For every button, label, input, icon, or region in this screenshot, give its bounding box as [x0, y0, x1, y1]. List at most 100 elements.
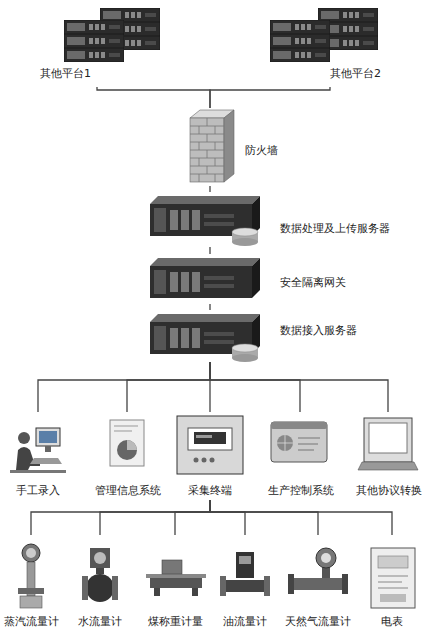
terminal-icon-part [177, 416, 243, 474]
gas-meter-icon-part [321, 553, 331, 563]
network-line [210, 362, 388, 412]
water-meter-icon-part [86, 574, 114, 602]
coal-scale-icon-part [162, 560, 182, 574]
equipment-node: 天然气流量计 [282, 535, 354, 629]
equipment-node: 油流量计 [211, 535, 279, 629]
control-window-icon-part [271, 422, 327, 429]
network-line [100, 500, 210, 535]
water-meter-icon-part [112, 576, 118, 600]
electric-meter-icon-part [371, 548, 415, 608]
node-label: 生产控制系统 [258, 484, 343, 497]
equipment-node: 手工录入 [4, 412, 72, 500]
node-label: 电表 [357, 615, 427, 628]
network-line [38, 362, 210, 412]
converter-icon-part [358, 462, 418, 470]
document-chart-icon-part [110, 420, 144, 466]
steam-meter-icon-part [18, 588, 44, 594]
server-icon-part [232, 228, 258, 236]
terminal-icon-part [194, 432, 226, 444]
coal-scale-icon-part [154, 588, 160, 596]
steam-meter-icon [18, 544, 44, 608]
server-icon-part [232, 238, 258, 246]
equipment-node: 水流量计 [66, 535, 134, 629]
terminal-icon-part [202, 458, 207, 463]
equipment-node: 数据处理及上传服务器 [148, 192, 418, 247]
water-meter-icon-part [82, 576, 88, 600]
equipment-node: 安全隔离网关 [148, 254, 378, 304]
network-line [209, 247, 210, 254]
network-line [209, 304, 210, 310]
document-chart-icon-part [114, 426, 138, 431]
document-chart-icon-part [127, 440, 137, 450]
server-cluster-icon-part [64, 34, 124, 48]
electric-meter-icon-part [378, 556, 408, 568]
node-label: 其他平台2 [330, 67, 381, 80]
control-window-icon-part [271, 422, 327, 462]
control-window-icon-part [277, 435, 293, 451]
network-line [210, 87, 330, 108]
steam-meter-icon-part [26, 548, 36, 558]
equipment-node: 管理信息系统 [85, 412, 170, 500]
network-line [210, 500, 245, 535]
operator-pc-icon-part [36, 428, 60, 446]
equipment-node: 生产控制系统 [258, 412, 343, 500]
operator-pc-icon-part [39, 431, 57, 443]
gas-meter-icon-part [288, 574, 294, 594]
node-label: 安全隔离网关 [280, 276, 346, 289]
document-chart-icon [110, 420, 144, 466]
oil-meter-icon-part [220, 576, 226, 596]
node-label: 手工录入 [4, 484, 72, 497]
node-label: 数据处理及上传服务器 [280, 222, 390, 235]
node-label: 水流量计 [66, 615, 134, 628]
steam-meter-icon-part [20, 596, 42, 608]
coal-scale-icon-part [146, 574, 206, 578]
converter-icon-part [369, 423, 407, 453]
network-line [210, 500, 318, 535]
electric-meter-icon [371, 548, 415, 608]
oil-meter-icon-part [236, 552, 254, 578]
server-cluster-icon-part [64, 48, 124, 62]
oil-meter-icon-part [224, 580, 266, 592]
coal-scale-icon-part [192, 588, 198, 596]
node-label: 蒸汽流量计 [0, 615, 62, 628]
network-line [175, 500, 210, 535]
server-cluster-icon [270, 8, 378, 62]
server-cluster-icon-part [270, 48, 330, 62]
gas-meter-icon-part [342, 574, 348, 594]
operator-pc-icon-part [45, 446, 51, 452]
terminal-icon-part [188, 428, 232, 450]
firewall-icon-part [199, 118, 215, 182]
oil-meter-icon-part [239, 556, 251, 564]
firewall-icon-part [224, 110, 234, 182]
node-label: 数据接入服务器 [280, 324, 357, 337]
server-cluster-icon-part [100, 8, 160, 22]
server-cluster-icon-part [318, 8, 378, 22]
gateway-icon [150, 258, 260, 298]
equipment-node: 其他平台2 [260, 5, 400, 87]
server-icon-part [150, 314, 260, 354]
node-label: 采集终端 [172, 484, 248, 497]
network-line [209, 186, 210, 192]
oil-meter-icon-part [264, 576, 270, 596]
terminal-icon-part [210, 458, 215, 463]
equipment-node: 采集终端 [172, 412, 248, 500]
server-cluster-icon [64, 8, 160, 62]
operator-pc-icon-part [30, 458, 62, 464]
server-icon-part [232, 354, 258, 362]
server-cluster-icon-part [270, 34, 330, 48]
equipment-node: 其他平台1 [40, 5, 170, 87]
steam-meter-icon-part [22, 544, 40, 562]
server-icon-part [150, 196, 260, 236]
server-icon [150, 314, 260, 362]
converter-icon-part [364, 418, 412, 462]
network-line [127, 362, 210, 412]
firewall-icon [190, 110, 234, 182]
electric-meter-icon-part [378, 576, 408, 588]
network-line [210, 362, 300, 412]
node-label: 油流量计 [211, 615, 279, 628]
coal-scale-icon [146, 560, 206, 596]
terminal-icon [177, 416, 243, 474]
